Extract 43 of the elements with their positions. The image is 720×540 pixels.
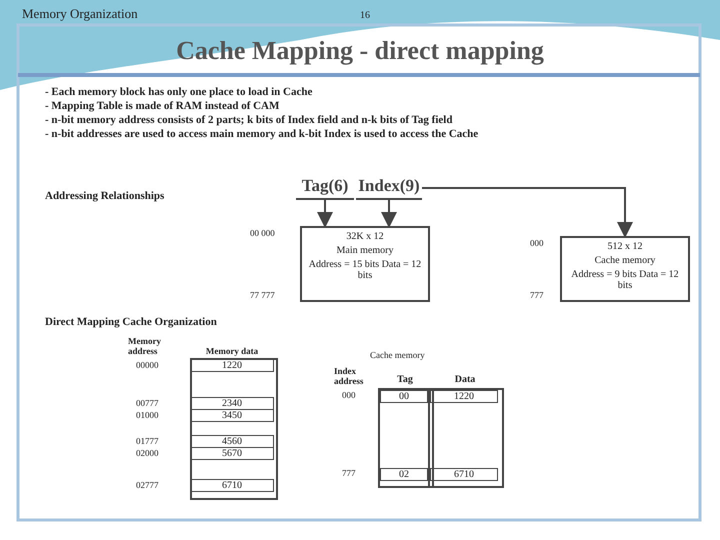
address-label: 00777 (136, 398, 158, 408)
memory-box: 32K x 12 Main memory Address = 15 bits Data = 12 bits (300, 226, 430, 302)
section-heading: Direct Mapping Cache Organization (45, 316, 217, 328)
address-label: 01777 (136, 436, 158, 446)
table-cell: 6710 (190, 479, 274, 492)
address-label: 777 (530, 290, 544, 300)
address-label: 02000 (136, 448, 158, 458)
table-cell: 6710 (430, 468, 498, 481)
address-label: 000 (342, 390, 356, 400)
column-header: Index address (334, 366, 364, 386)
memory-box: 512 x 12 Cache memory Address = 9 bits Data = 12 bits (560, 236, 690, 302)
address-label: 00000 (136, 360, 158, 370)
bullet-text: - n-bit addresses are used to access main memory and k-bit Index is used to access the Cache (45, 128, 480, 140)
arrow (381, 200, 397, 228)
bullet-text: - Each memory block has only one place to load in Cache (45, 86, 314, 98)
header-text: Memory Organization (22, 6, 138, 22)
bullet-text: - Mapping Table is made of RAM instead of CAM (45, 100, 280, 112)
address-label: 02777 (136, 480, 158, 490)
table-caption: Cache memory (370, 350, 425, 360)
table-cell: 1220 (190, 359, 274, 372)
address-label: 01000 (136, 410, 158, 420)
arrow (422, 187, 633, 238)
table-cell: 2340 (190, 397, 274, 410)
column-header: Memory address (128, 336, 162, 356)
bullet-text: - n-bit memory address consists of 2 parts; k bits of Index field and n-k bits of Tag field (45, 114, 454, 126)
address-label: 00 000 (250, 228, 275, 238)
address-field: Tag(6) (296, 176, 354, 200)
address-label: 777 (342, 468, 356, 478)
table-cell: 5670 (190, 447, 274, 460)
address-label: 77 777 (250, 290, 275, 300)
section-heading: Addressing Relationships (45, 190, 164, 202)
table-cell: 4560 (190, 435, 274, 448)
page-number: 16 (360, 10, 370, 21)
table-cell: 00 (380, 390, 428, 403)
column-header: Tag (396, 374, 414, 385)
table-cell: 3450 (190, 409, 274, 422)
arrow (317, 200, 333, 228)
column-header: Memory data (204, 346, 260, 356)
address-field: Index(9) (356, 176, 422, 200)
table-cell: 1220 (430, 390, 498, 403)
column-header: Data (454, 374, 476, 385)
address-label: 000 (530, 238, 544, 248)
table-cell: 02 (380, 468, 428, 481)
